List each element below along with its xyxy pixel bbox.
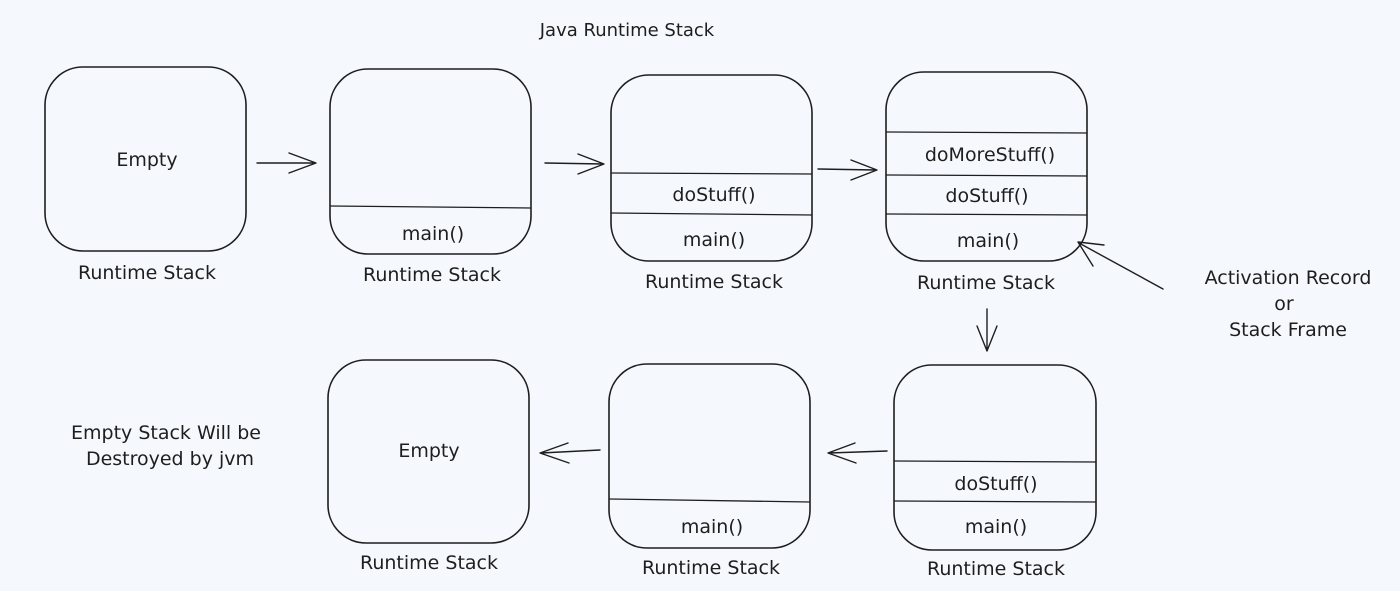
annotation-activation-line-2: or — [1274, 293, 1294, 315]
stack-4-caption: Runtime Stack — [917, 272, 1055, 294]
stack-1-caption: Runtime Stack — [78, 262, 216, 284]
arrow-activation-record — [1077, 241, 1164, 290]
stack-2: main() Runtime Stack — [329, 68, 532, 286]
stack-5-divider-2 — [893, 500, 1097, 503]
stack-5-caption: Runtime Stack — [927, 558, 1065, 580]
arrow-3-to-4 — [817, 159, 878, 181]
stack-1-empty-label: Empty — [116, 149, 177, 171]
stack-7: Empty Runtime Stack — [327, 359, 530, 574]
annotation-activation-record: Activation Record or Stack Frame — [1205, 267, 1372, 341]
stack-4-frame-domorestuff: doMoreStuff() — [925, 144, 1055, 166]
stack-4-divider-3 — [885, 213, 1088, 216]
annotation-destroy-line-1: Empty Stack Will be — [71, 422, 261, 444]
stack-5-divider-1 — [893, 460, 1097, 463]
stack-1: Empty Runtime Stack — [44, 66, 247, 284]
stack-2-divider — [329, 205, 532, 209]
stack-3: doStuff() main() Runtime Stack — [610, 74, 813, 293]
stack-2-box — [329, 68, 532, 255]
stack-3-frame-dostuff: doStuff() — [672, 184, 755, 206]
diagram-title: Java Runtime Stack — [539, 20, 715, 41]
stack-3-divider-2 — [610, 212, 813, 216]
stack-5: doStuff() main() Runtime Stack — [893, 364, 1097, 580]
stack-6-caption: Runtime Stack — [642, 557, 780, 579]
stack-3-caption: Runtime Stack — [645, 271, 783, 293]
stack-3-divider-1 — [610, 172, 813, 175]
arrow-6-to-7 — [539, 442, 601, 464]
stack-3-frame-main: main() — [683, 229, 745, 251]
stack-5-frame-main: main() — [965, 516, 1027, 538]
stack-7-caption: Runtime Stack — [360, 552, 498, 574]
stack-5-frame-dostuff: doStuff() — [954, 473, 1037, 495]
stack-3-box — [610, 74, 813, 262]
arrow-4-to-5 — [976, 308, 998, 352]
arrow-1-to-2 — [256, 152, 317, 174]
stack-5-box — [893, 364, 1097, 551]
stack-4-frame-dostuff: doStuff() — [945, 185, 1028, 207]
stack-7-box — [327, 359, 530, 544]
annotation-activation-line-1: Activation Record — [1205, 267, 1372, 289]
stack-4-frame-main: main() — [957, 230, 1019, 252]
stack-4-divider-2 — [885, 174, 1088, 177]
annotation-destroy-line-2: Destroyed by jvm — [86, 448, 254, 470]
stack-6-box — [608, 363, 811, 549]
stack-4-box — [885, 71, 1088, 262]
stack-6-frame-main: main() — [681, 516, 743, 538]
stack-6: main() Runtime Stack — [608, 363, 811, 579]
stack-2-frame-main: main() — [402, 223, 464, 245]
arrow-2-to-3 — [544, 153, 605, 175]
stack-4-divider-1 — [885, 131, 1088, 134]
arrow-5-to-6 — [827, 442, 888, 464]
stack-7-empty-label: Empty — [398, 440, 459, 462]
stack-6-divider — [608, 498, 811, 503]
stack-1-box — [44, 66, 247, 252]
stack-4: doMoreStuff() doStuff() main() Runtime S… — [885, 71, 1088, 294]
annotation-activation-line-3: Stack Frame — [1229, 319, 1347, 341]
annotation-destroy: Empty Stack Will be Destroyed by jvm — [71, 422, 261, 470]
stack-2-caption: Runtime Stack — [363, 264, 501, 286]
